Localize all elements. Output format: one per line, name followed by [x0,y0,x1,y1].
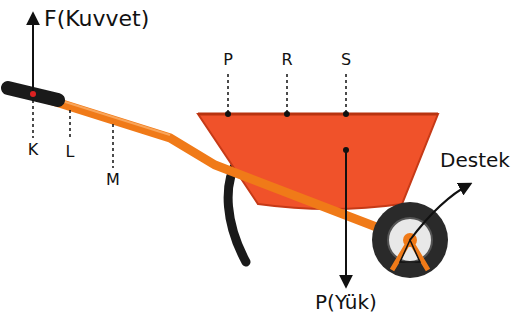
part-label: Destek [440,150,510,170]
bucket-rim [198,113,438,116]
leader-line [227,74,229,112]
pivot-triangle [400,240,420,262]
part-label: K [28,142,39,158]
part-label: L [66,144,75,160]
part-label: F(Kuvvet) [44,8,149,30]
force-arrow [32,14,34,92]
part-label: M [106,172,120,188]
part-label: P [223,52,233,68]
wheel-fork [392,240,428,270]
leader-line [32,100,34,138]
point-dot [30,91,36,97]
point-dot [284,111,290,117]
leader-line [345,74,347,112]
part-label: S [341,52,351,68]
wheel-rim [388,218,432,262]
part-label: P(Yük) [315,292,377,312]
wheel-tire [372,202,448,278]
support-arrow [410,184,470,240]
point-dot [343,111,349,117]
handle-bar [40,97,405,238]
load-arrow [345,150,347,286]
leader-line [69,110,71,140]
bucket [198,114,438,209]
part-label: R [281,52,292,68]
leader-line [112,124,114,168]
point-dot [225,111,231,117]
point-dot [343,147,349,153]
leader-line [286,74,288,112]
